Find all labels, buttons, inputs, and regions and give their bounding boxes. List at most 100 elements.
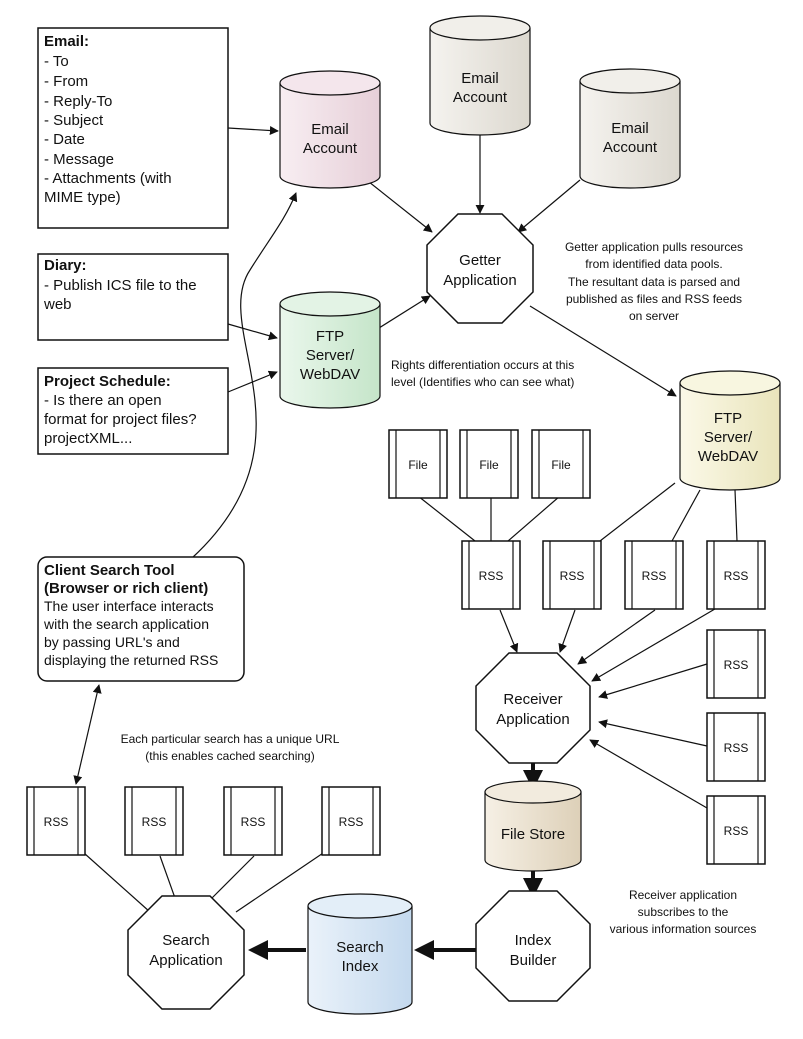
document-frame [321, 786, 381, 856]
arrow-rss2-to-receiver [558, 609, 576, 653]
rss-doc-row-1: RSS [461, 540, 521, 610]
rss-doc-search-1: RSS [26, 786, 86, 856]
search-application-octagon: Search Application [127, 895, 245, 1010]
arrow-email-pink-to-getter [363, 177, 433, 233]
link-ftp-rss4 [734, 489, 738, 542]
ftp-server-cylinder-yellow: FTP Server/ WebDAV [679, 370, 781, 491]
document-frame [461, 540, 521, 610]
document-frame [459, 429, 519, 499]
getter-application-octagon: Getter Application [426, 213, 534, 324]
cylinder-label: WebDAV [698, 448, 758, 465]
annotation-line: subscribes to the [638, 905, 729, 919]
note-line: - Subject [44, 112, 104, 129]
note-line: - Message [44, 151, 114, 168]
note-title: Email: [44, 33, 89, 50]
cylinder-label: Server/ [704, 429, 753, 446]
diary-note: Diary: - Publish ICS file to the web [37, 253, 229, 341]
email-account-cylinder-right: Email Account [579, 68, 681, 189]
annotation-line: (this enables cached searching) [145, 749, 314, 763]
cylinder-label: File Store [501, 826, 565, 843]
note-line: - Reply-To [44, 93, 112, 110]
rss-doc-side-3: RSS [706, 795, 766, 865]
cylinder-label: FTP [316, 328, 344, 345]
cylinder-label: Email [611, 120, 649, 137]
annotation-line: from identified data pools. [585, 257, 722, 271]
cylinder-label: Index [342, 958, 379, 975]
octagon-label: Builder [510, 952, 557, 969]
document-frame [223, 786, 283, 856]
octagon-label: Application [496, 711, 569, 728]
rss-label: RSS [44, 815, 69, 829]
cylinder-label: FTP [714, 410, 742, 427]
file-label: File [479, 458, 499, 472]
link-search-rss3 [211, 855, 255, 899]
rss-label: RSS [642, 569, 667, 583]
arrow-ftp-green-to-getter [378, 295, 431, 329]
arrow-getter-to-ftp-yellow [529, 305, 677, 397]
octagon-label: Getter [459, 252, 501, 269]
receiver-application-octagon: Receiver Application [475, 652, 591, 764]
document-frame [124, 786, 184, 856]
arrow-client-to-rss [73, 684, 102, 785]
note-line: format for project files? [44, 411, 197, 428]
document-frame [26, 786, 86, 856]
rss-doc-side-1: RSS [706, 629, 766, 699]
arrow-rss3-to-receiver [577, 609, 656, 665]
arrow-email-note-to-account [227, 126, 279, 136]
octagon-label: Application [149, 952, 222, 969]
arrow-rss5-to-receiver [598, 663, 708, 699]
note-line: projectXML... [44, 430, 132, 447]
note-line: - Date [44, 131, 85, 148]
link-file1-rss [417, 495, 476, 542]
link-file3-rss [507, 495, 561, 542]
email-account-cylinder-pink: Email Account [279, 70, 381, 189]
email-account-cylinder-top: Email Account [429, 15, 531, 136]
octagon-label: Index [515, 932, 552, 949]
cylinder-label: Account [303, 140, 358, 157]
rss-doc-search-2: RSS [124, 786, 184, 856]
arrow-email-right-to-getter [517, 179, 581, 233]
note-line: - From [44, 73, 88, 90]
file-store-cylinder: File Store [484, 780, 582, 872]
octagon-label: Search [162, 932, 210, 949]
arrow-rss1-to-receiver [499, 609, 519, 653]
link-ftp-rss3 [671, 489, 701, 542]
cylinder-label: Email [461, 70, 499, 87]
link-search-rss4 [235, 844, 336, 913]
client-line: by passing URL's and [44, 634, 180, 650]
document-frame [706, 629, 766, 699]
file-doc-1: File [388, 429, 448, 499]
arrow-diary-to-ftp [227, 323, 278, 341]
document-frame [388, 429, 448, 499]
file-label: File [408, 458, 428, 472]
link-search-rss2 [159, 855, 176, 899]
rights-annotation: Rights differentiation occurs at this le… [391, 358, 574, 389]
arrow-client-to-email [191, 192, 298, 559]
link-ftp-rss2 [599, 482, 676, 542]
note-line: - Attachments (with [44, 170, 172, 187]
note-title: Project Schedule: [44, 373, 171, 390]
project-schedule-note: Project Schedule: - Is there an open for… [37, 367, 229, 455]
rss-doc-search-4: RSS [321, 786, 381, 856]
receiver-annotation: Receiver application subscribes to the v… [610, 888, 757, 936]
rss-doc-search-3: RSS [223, 786, 283, 856]
document-frame [624, 540, 684, 610]
client-title: Client Search Tool [44, 562, 175, 579]
rss-label: RSS [724, 824, 749, 838]
cylinder-label: Search [336, 939, 384, 956]
unique-url-annotation: Each particular search has a unique URL … [121, 732, 340, 763]
rss-label: RSS [724, 658, 749, 672]
octagon-label: Receiver [503, 691, 562, 708]
document-frame [542, 540, 602, 610]
document-frame [531, 429, 591, 499]
annotation-line: The resultant data is parsed and [568, 275, 740, 289]
note-line: - To [44, 53, 69, 70]
client-line: displaying the returned RSS [44, 652, 218, 668]
octagon-label: Application [443, 272, 516, 289]
rss-doc-side-2: RSS [706, 712, 766, 782]
cylinder-label: Account [603, 139, 658, 156]
client-line: The user interface interacts [44, 598, 214, 614]
annotation-line: Getter application pulls resources [565, 240, 743, 254]
